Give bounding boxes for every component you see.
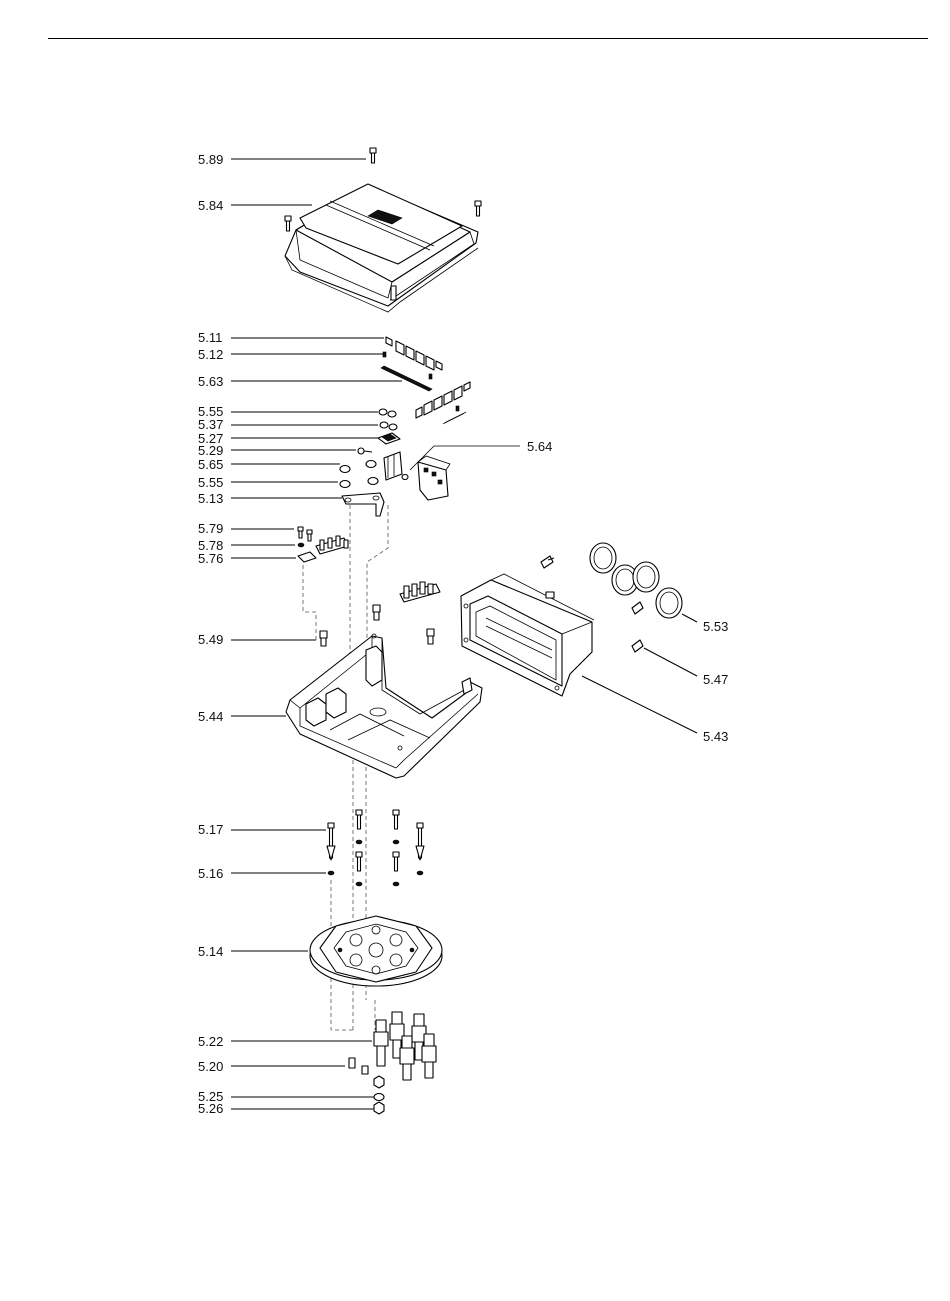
callout-5-53: 5.53 <box>703 619 728 634</box>
callout-5-79: 5.79 <box>198 521 223 536</box>
terminal-block-5-64-side <box>384 452 402 480</box>
washer-5-55-lower <box>340 478 378 488</box>
callout-5-11: 5.11 <box>198 330 222 345</box>
terminal-strip-5-11 <box>386 337 442 370</box>
bracket-5-13 <box>342 493 384 516</box>
pin-5-29 <box>358 448 372 454</box>
callout-5-43: 5.43 <box>703 729 728 744</box>
leader-5-47 <box>644 648 697 676</box>
screw-5-47-lower <box>632 640 643 652</box>
base-plate-5-14 <box>310 916 442 986</box>
screw-cover-right <box>475 201 481 216</box>
washer-5-25 <box>374 1094 384 1101</box>
housing-5-44 <box>286 634 482 778</box>
screw-5-89 <box>370 148 376 163</box>
callout-5-14: 5.14 <box>198 944 223 959</box>
plate-5-76 <box>298 552 316 562</box>
callout-5-29: 5.29 <box>198 443 223 458</box>
callout-5-22: 5.22 <box>198 1034 223 1049</box>
nut-upper-small <box>374 1076 384 1088</box>
callout-5-63: 5.63 <box>198 374 223 389</box>
leader-5-43 <box>582 676 697 733</box>
screws-5-79 <box>298 527 312 541</box>
callout-5-64: 5.64 <box>527 439 552 454</box>
callout-5-16: 5.16 <box>198 866 223 881</box>
callout-5-13: 5.13 <box>198 491 223 506</box>
bolts-5-17 <box>327 810 424 871</box>
nut-set-5-55-5-37 <box>379 409 397 430</box>
screw-5-47-mid <box>632 602 643 614</box>
callout-5-26: 5.26 <box>198 1101 223 1116</box>
relay-5-64 <box>402 456 450 500</box>
callout-5-84: 5.84 <box>198 198 223 213</box>
fittings-5-20 <box>349 1058 368 1074</box>
cover-assembly <box>285 148 481 312</box>
terminal-row-group <box>316 536 348 554</box>
connectors-5-22 <box>374 1012 436 1080</box>
side-box-5-43 <box>461 574 594 696</box>
callout-5-76: 5.76 <box>198 551 223 566</box>
callout-5-49: 5.49 <box>198 632 223 647</box>
terminal-row-upper <box>400 582 440 602</box>
screw-cover-left <box>285 216 291 231</box>
callout-5-12: 5.12 <box>198 347 223 362</box>
callout-5-37: 5.37 <box>198 417 223 432</box>
callout-5-65: 5.65 <box>198 457 223 472</box>
leader-5-53 <box>682 614 697 622</box>
callout-5-17: 5.17 <box>198 822 223 837</box>
callout-5-20: 5.20 <box>198 1059 223 1074</box>
callout-5-89: 5.89 <box>198 152 223 167</box>
washers-5-78 <box>298 543 304 547</box>
callout-5-47: 5.47 <box>703 672 728 687</box>
cover-5-84 <box>285 184 478 312</box>
screw-5-47-upper <box>541 556 554 568</box>
washers-5-16 <box>328 840 423 886</box>
callout-5-44: 5.44 <box>198 709 223 724</box>
nut-5-26 <box>374 1102 384 1114</box>
callout-5-55-lower: 5.55 <box>198 475 223 490</box>
connector-5-27 <box>378 433 400 444</box>
washer-5-65 <box>340 461 376 473</box>
